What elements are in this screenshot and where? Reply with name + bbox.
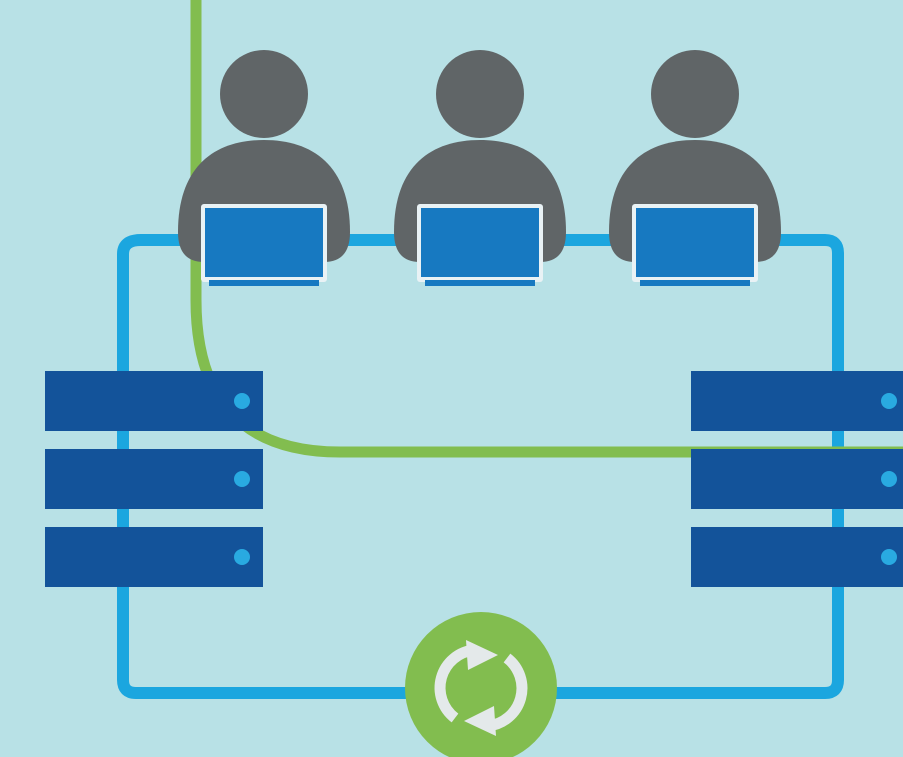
server-rack-right [691, 371, 903, 587]
laptop-base [425, 280, 535, 286]
server-unit [691, 449, 903, 509]
user-head [651, 50, 739, 138]
user-2 [394, 50, 566, 286]
user-3 [609, 50, 781, 286]
laptop-screen [205, 208, 323, 277]
server-rack-icon [691, 371, 903, 587]
sync-arrows-icon [434, 640, 528, 736]
server-status-led [234, 471, 250, 487]
server-status-led [881, 549, 897, 565]
laptop-screen [636, 208, 754, 277]
server-rack-left [45, 371, 263, 587]
person-with-laptop-icon [394, 50, 566, 286]
server-unit [691, 371, 903, 431]
server-status-led [234, 549, 250, 565]
laptop-screen [421, 208, 539, 277]
server-status-led [881, 471, 897, 487]
laptop-base [640, 280, 750, 286]
user-1 [178, 50, 350, 286]
person-with-laptop-icon [178, 50, 350, 286]
sync-badge-circle [405, 612, 557, 757]
person-with-laptop-icon [609, 50, 781, 286]
server-unit [45, 371, 263, 431]
server-unit [45, 449, 263, 509]
laptop-base [209, 280, 319, 286]
network-loop-line [117, 234, 844, 699]
user-head [436, 50, 524, 138]
server-rack-icon [45, 371, 263, 587]
sync-badge [405, 612, 557, 757]
user-head [220, 50, 308, 138]
server-status-led [234, 393, 250, 409]
server-unit [691, 527, 903, 587]
server-unit [45, 527, 263, 587]
server-status-led [881, 393, 897, 409]
